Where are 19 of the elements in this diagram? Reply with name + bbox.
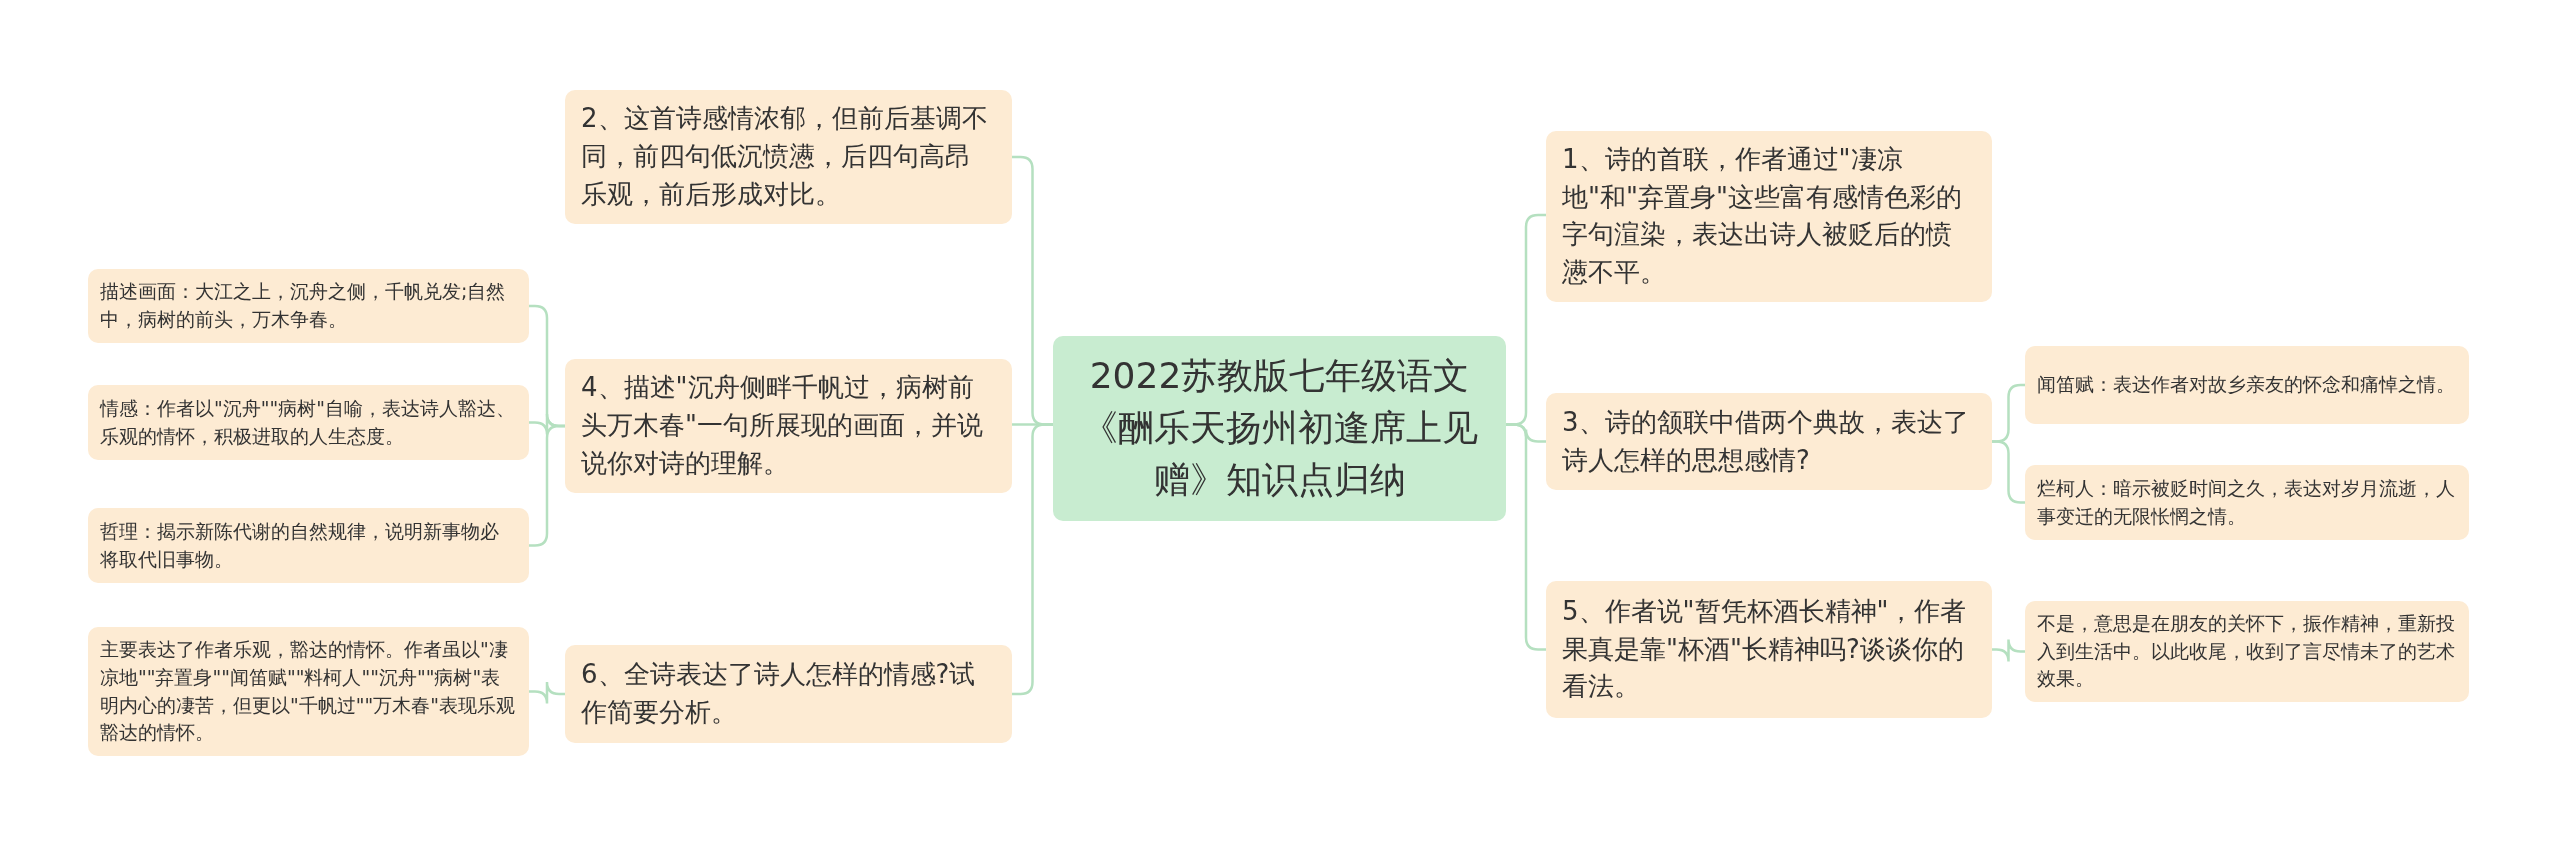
connector-line — [1012, 423, 1053, 696]
central-topic-box: 2022苏教版七年级语文《酬乐天扬州初逢席上见赠》知识点归纳 — [1053, 336, 1506, 521]
topic-box: 2、这首诗感情浓郁，但前后基调不同，前四句低沉愤懑，后四句高昂乐观，前后形成对比。 — [565, 90, 1012, 224]
topic-box: 5、作者说"暂凭杯酒长精神"，作者果真是靠"杯酒"长精神吗?谈谈你的看法。 — [1546, 581, 1992, 718]
topic-box: 1、诗的首联，作者通过"凄凉地"和"弃置身"这些富有感情色彩的字句渲染，表达出诗人被贬后的愤懑不平。 — [1546, 131, 1992, 302]
topic-box: 6、全诗表达了诗人怎样的情感?试作简要分析。 — [565, 645, 1012, 743]
topic-box: 4、描述"沉舟侧畔千帆过，病树前头万木春"一句所展现的画面，并说说你对诗的理解。 — [565, 359, 1012, 493]
subtopic-box: 描述画面：大江之上，沉舟之侧，千帆兑发;自然中，病树的前头，万木争春。 — [88, 269, 529, 343]
subtopic-box: 主要表达了作者乐观，豁达的情怀。作者虽以"凄凉地""弃置身""闻笛赋""料柯人""沉舟""病树"表明内心的凄苦，但更以"千帆过""万木春"表现乐观豁达的情怀。 — [88, 627, 529, 756]
connector-line — [529, 680, 565, 705]
subtopic-box: 闻笛赋：表达作者对故乡亲友的怀念和痛悼之情。 — [2025, 346, 2469, 424]
connector-line — [1992, 638, 2025, 663]
subtopic-box: 不是，意思是在朋友的关怀下，振作精神，重新投入到生活中。以此收尾，收到了言尽情未了的艺术效果。 — [2025, 601, 2469, 702]
connector-line — [1992, 440, 2025, 504]
subtopic-box: 哲理：揭示新陈代谢的自然规律，说明新事物必将取代旧事物。 — [88, 508, 529, 583]
connector-line — [1506, 423, 1546, 651]
subtopic-box: 情感：作者以"沉舟""病树"自喻，表达诗人豁达、乐观的情怀，积极进取的人生态度。 — [88, 385, 529, 460]
subtopic-box: 烂柯人：暗示被贬时间之久，表达对岁月流逝，人事变迁的无限怅惘之情。 — [2025, 465, 2469, 540]
topic-box: 3、诗的颔联中借两个典故，表达了诗人怎样的思想感情? — [1546, 393, 1992, 490]
